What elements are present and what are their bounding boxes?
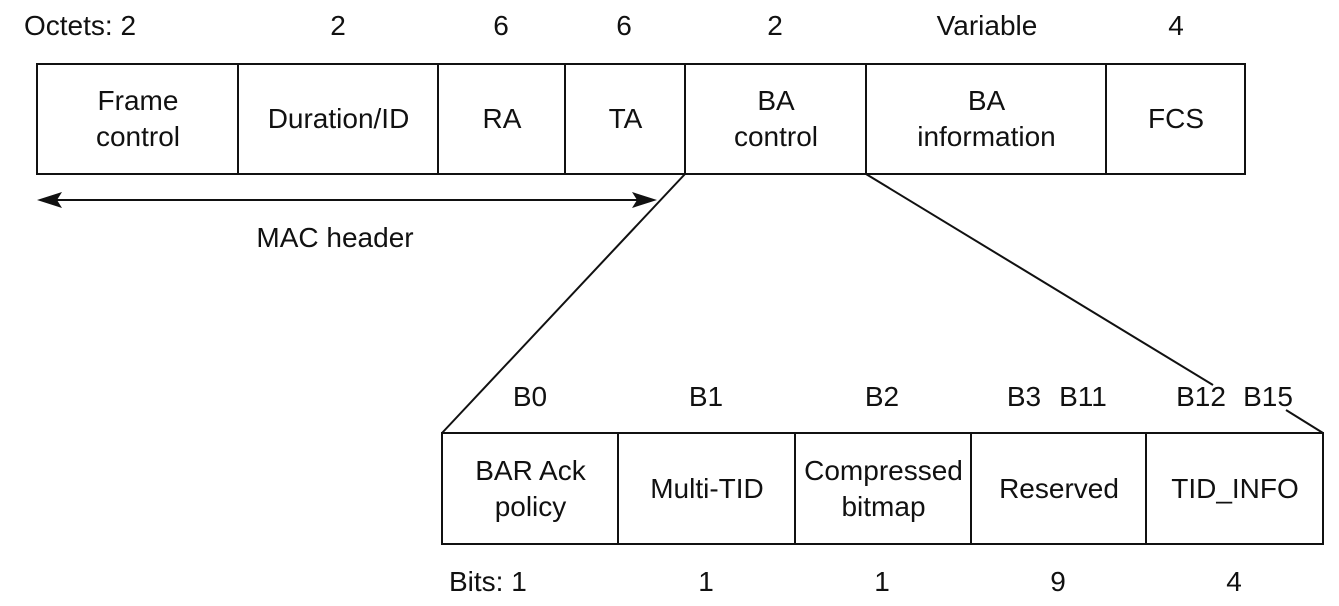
frame-box	[36, 63, 1246, 175]
subfield-reserved: Reserved	[999, 472, 1119, 504]
bit-count: 4	[1226, 566, 1242, 597]
bits-label: Bits: 1	[449, 566, 527, 597]
bit-position: B1	[688, 381, 724, 412]
expansion-line-right	[865, 173, 1214, 386]
expansion-line-right-tail	[1285, 409, 1324, 434]
bit-count: 1	[698, 566, 714, 597]
octet-size: 6	[493, 10, 509, 41]
field-fcs: FCS	[1148, 103, 1204, 134]
arrowhead-right	[632, 192, 657, 208]
subfield-multi-tid: Multi-TID	[650, 472, 764, 504]
bit-position: B11	[1059, 381, 1107, 412]
octet-size: 4	[1168, 10, 1184, 41]
octets-label: Octets: 2	[24, 10, 137, 41]
bit-position: B15	[1243, 381, 1293, 412]
ba-control-box	[441, 432, 1324, 545]
bit-position: B2	[864, 381, 900, 412]
bit-count: 1	[874, 566, 890, 597]
bit-position: B12	[1176, 381, 1226, 412]
octet-size: 2	[767, 10, 783, 41]
arrowhead-left	[37, 192, 62, 208]
field-ra: RA	[482, 103, 522, 134]
field-duration-id: Duration/ID	[267, 103, 410, 134]
octet-size: 2	[330, 10, 346, 41]
octet-size: Variable	[936, 10, 1038, 41]
bit-count: 9	[1050, 566, 1066, 597]
bit-position: B3	[1006, 381, 1042, 412]
field-ta: TA	[608, 103, 643, 134]
bit-position: B0	[512, 381, 548, 412]
expansion-line-left	[441, 173, 686, 434]
octet-size: 6	[616, 10, 632, 41]
subfield-tid-info: TID_INFO	[1171, 472, 1299, 504]
mac-header-label: MAC header	[256, 222, 414, 253]
